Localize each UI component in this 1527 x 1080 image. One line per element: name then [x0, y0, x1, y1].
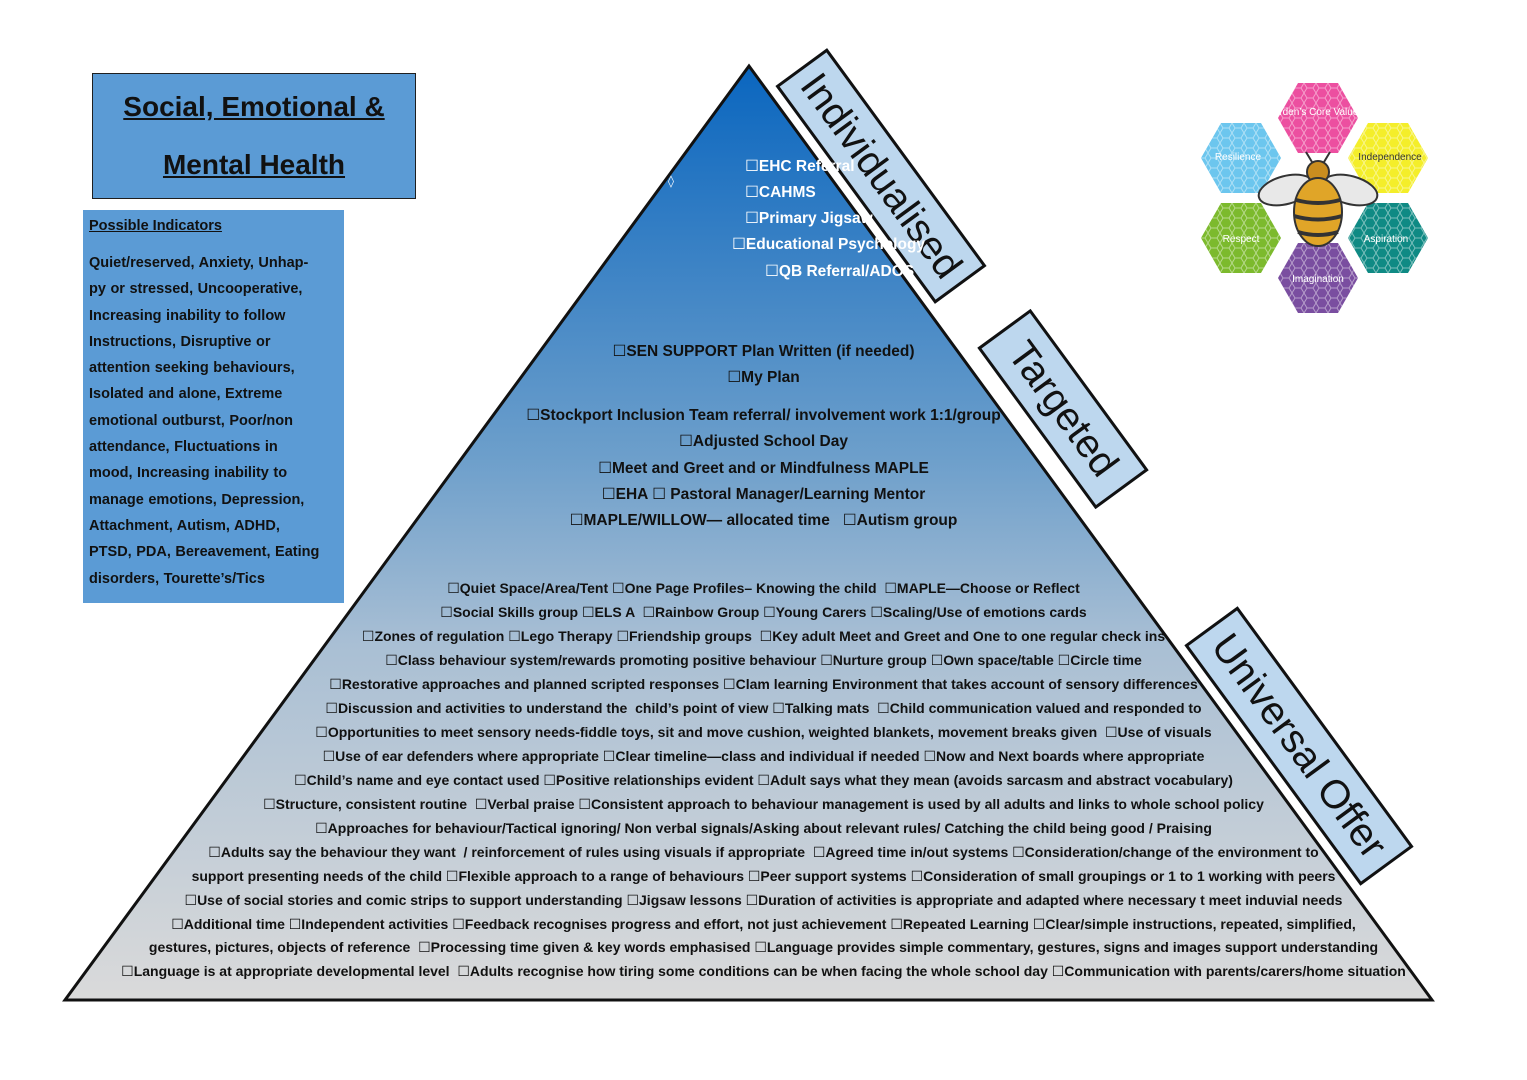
indicator-line: Instructions, Disruptive or: [89, 333, 271, 350]
universal-item: ☐Additional time ☐Independent activities…: [171, 916, 1356, 932]
school-values-logo: Arden’s Core Values Resilience Independe…: [1201, 83, 1428, 313]
universal-item: ☐Social Skills group ☐ELS A ☐Rainbow Gro…: [440, 604, 1087, 620]
universal-item: ☐Restorative approaches and planned scri…: [329, 676, 1198, 692]
targeted-item: ☐My Plan: [727, 369, 800, 386]
universal-item: gestures, pictures, objects of reference…: [148, 939, 1379, 955]
targeted-item: ☐Stockport Inclusion Team referral/ invo…: [526, 407, 1001, 424]
indicator-line: manage emotions, Depression,: [89, 491, 305, 508]
targeted-item: ☐Meet and Greet and or Mindfulness MAPLE: [598, 460, 929, 477]
targeted-item: ☐Adjusted School Day: [679, 433, 848, 450]
targeted-item: ☐MAPLE/WILLOW— allocated time ☐Autism gr…: [569, 512, 958, 529]
hexagon-imagination: Imagination: [1278, 243, 1358, 313]
universal-item: ☐Child’s name and eye contact used ☐Posi…: [294, 772, 1233, 788]
hexagon-aspiration: Aspiration: [1348, 203, 1428, 273]
title-box: Social, Emotional & Mental Health: [92, 73, 416, 199]
indicator-line: Quiet/reserved, Anxiety, Unhap-: [89, 255, 309, 271]
universal-item: support presenting needs of the child ☐F…: [191, 868, 1336, 884]
universal-item: ☐Class behaviour system/rewards promotin…: [385, 652, 1142, 668]
individualised-item: ☐Educational Psychology: [732, 236, 926, 253]
bee-icon: [1257, 151, 1379, 247]
indicator-line: disorders, Tourette’s/Tics: [89, 570, 265, 587]
hexagon-label: Independence: [1358, 152, 1422, 163]
diamond-icon: ◊: [668, 174, 674, 188]
individualised-item: ☐Primary Jigsaw: [745, 210, 873, 227]
indicator-line: py or stressed, Uncooperative,: [89, 281, 303, 298]
hexagon-label: Respect: [1223, 234, 1260, 245]
possible-indicators-panel: Possible Indicators Quiet/reserved, Anxi…: [83, 210, 344, 603]
indicator-line: Isolated and alone, Extreme: [89, 386, 283, 403]
universal-item: ☐Language is at appropriate developmenta…: [121, 963, 1406, 979]
hexagon-label: Arden’s Core Values: [1273, 107, 1364, 118]
universal-item: ☐Opportunities to meet sensory needs-fid…: [315, 724, 1212, 740]
hexagon-independence: Independence: [1348, 123, 1428, 193]
universal-item: ☐Zones of regulation ☐Lego Therapy ☐Frie…: [361, 628, 1166, 644]
targeted-item: ☐SEN SUPPORT Plan Written (if needed): [612, 343, 915, 360]
indicator-line: attention seeking behaviours,: [89, 360, 295, 377]
individualised-item: ☐EHC Referral: [745, 158, 855, 175]
hexagon-respect: Respect: [1201, 203, 1281, 273]
hexagon-label: Aspiration: [1364, 234, 1408, 245]
hexagon-label: Resilience: [1215, 152, 1262, 163]
indicator-line: attendance, Fluctuations in: [89, 439, 278, 456]
universal-item: ☐Adults say the behaviour they want / re…: [208, 844, 1319, 860]
pyramid-shape: [62, 63, 1435, 1002]
indicator-line: mood, Increasing inability to: [89, 465, 288, 482]
individualised-item: ☐CAHMS: [745, 184, 816, 201]
individualised-item: ☐QB Referral/ADOS: [765, 263, 915, 280]
indicators-heading: Possible Indicators: [89, 218, 222, 234]
hexagon-label: Imagination: [1292, 274, 1344, 285]
universal-item: ☐Use of ear defenders where appropriate …: [322, 748, 1205, 764]
universal-item: ☐Discussion and activities to understand…: [325, 700, 1202, 716]
hexagon-resilience: Resilience: [1201, 123, 1281, 193]
indicator-line: Attachment, Autism, ADHD,: [89, 517, 280, 534]
targeted-item: ☐EHA ☐ Pastoral Manager/Learning Mentor: [601, 486, 926, 503]
indicator-line: PTSD, PDA, Bereavement, Eating: [89, 544, 320, 561]
indicator-line: Increasing inability to follow: [89, 307, 286, 324]
title-line-1: Social, Emotional &: [123, 91, 385, 122]
hexagon-core-values: Arden’s Core Values: [1273, 83, 1364, 153]
universal-item: ☐Approaches for behaviour/Tactical ignor…: [315, 820, 1212, 836]
indicators-text: Quiet/reserved, Anxiety, Unhap- py or st…: [89, 250, 338, 592]
universal-item: ☐Structure, consistent routine ☐Verbal p…: [263, 796, 1264, 812]
universal-item: ☐Quiet Space/Area/Tent ☐One Page Profile…: [447, 580, 1080, 596]
universal-item: ☐Use of social stories and comic strips …: [184, 892, 1343, 908]
title-line-2: Mental Health: [162, 149, 346, 180]
indicator-line: emotional outburst, Poor/non: [89, 412, 293, 429]
